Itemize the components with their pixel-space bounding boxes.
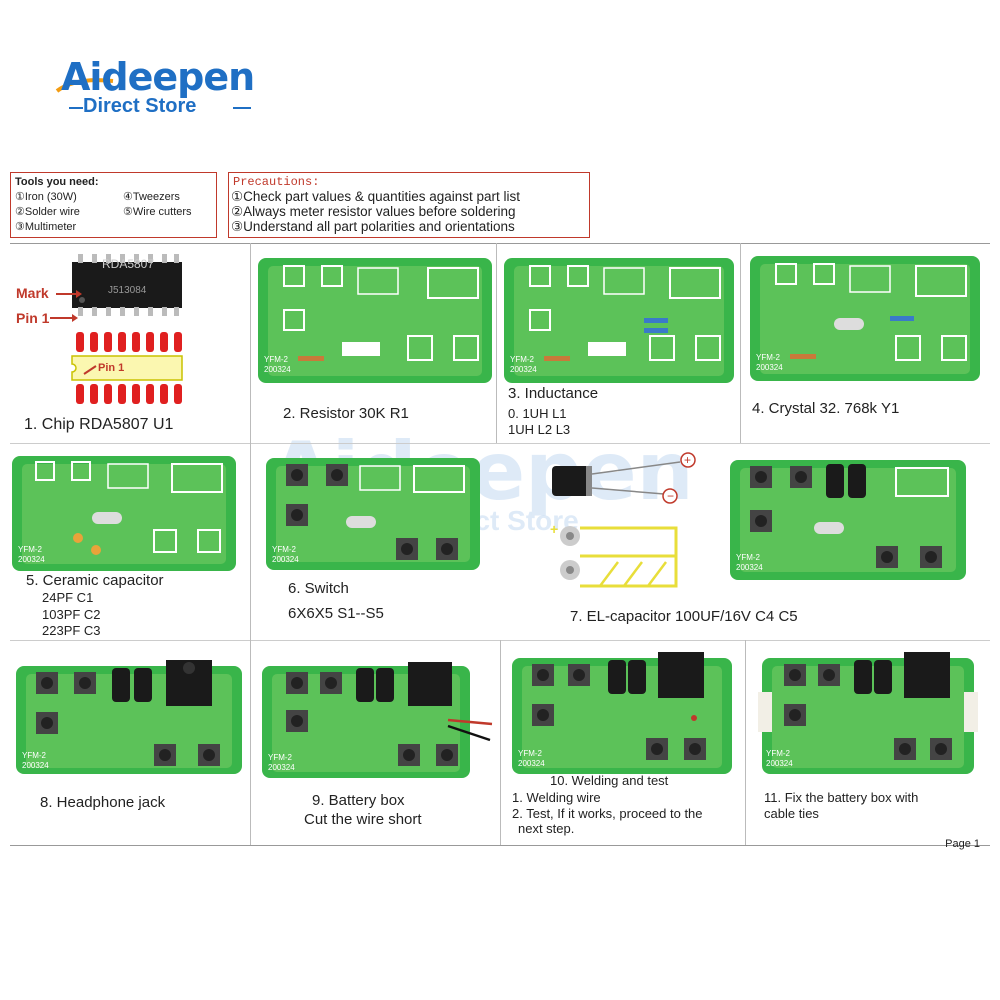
pin1-small-label: Pin 1 [98,362,125,374]
tool-item: ④Tweezers [123,191,180,203]
step-5-detail: 223PF C3 [42,623,101,638]
pcb-board: YFM-2 200324 [750,256,980,386]
svg-text:YFM-2: YFM-2 [18,545,43,554]
pcb-board: YFM-2 200324 [262,660,494,783]
step-6-detail: 6X6X5 S1--S5 [288,605,384,622]
svg-text:200324: 200324 [518,759,545,768]
chip-illustration [12,250,242,415]
step-5-detail: 24PF C1 [42,590,94,605]
step-7-caption: 7. EL-capacitor 100UF/16V C4 C5 [570,608,798,625]
step-3-detail: 1UH L2 L3 [508,422,571,437]
step-8-caption: 8. Headphone jack [40,794,166,811]
svg-text:200324: 200324 [766,759,793,768]
svg-text:200324: 200324 [272,555,299,564]
svg-text:YFM-2: YFM-2 [272,545,297,554]
svg-text:−: − [667,489,674,503]
svg-text:YFM-2: YFM-2 [264,355,289,364]
precaution-item: ②Always meter resistor values before sol… [231,204,516,219]
brand-logo: Aideepen Direct Store [55,55,295,125]
step-3-detail: 0. 1UH L1 [508,406,567,421]
pcb-board: YFM-2 200324 [258,258,492,388]
svg-text:YFM-2: YFM-2 [510,355,535,364]
pin1-label: Pin 1 [16,310,50,326]
tools-title: Tools you need: [15,176,99,188]
pcb-board: YFM-2 200324 [12,456,236,576]
precautions-box: Precautions: ①Check part values & quanti… [228,172,590,238]
tool-item: ①Iron (30W) [15,191,77,203]
precautions-title: Precautions: [233,175,320,189]
pcb-board: YFM-2 200324 [758,652,984,781]
step-6-caption: 6. Switch [288,580,349,597]
step-10-detail: 2. Test, If it works, proceed to the [512,806,703,821]
tools-box: Tools you need: ①Iron (30W) ②Solder wire… [10,172,217,238]
pcb-board: YFM-2 200324 [504,258,734,388]
svg-text:YFM-2: YFM-2 [756,353,781,362]
step-11-caption: 11. Fix the battery box with [764,790,919,805]
mark-label: Mark [16,285,49,301]
step-9-detail: Cut the wire short [304,811,422,828]
svg-text:+: + [550,521,558,537]
svg-text:+: + [684,453,691,467]
step-5-detail: 103PF C2 [42,607,101,622]
svg-text:200324: 200324 [18,555,45,564]
pcb-board: YFM-2 200324 [512,652,738,779]
svg-text:200324: 200324 [268,763,295,772]
step-2-caption: 2. Resistor 30K R1 [283,405,409,422]
chip-code: J513084 [108,285,147,296]
svg-text:200324: 200324 [756,363,783,372]
tool-item: ③Multimeter [15,221,77,233]
svg-text:YFM-2: YFM-2 [22,751,47,760]
svg-text:200324: 200324 [264,365,291,374]
step-10-detail: next step. [518,821,575,836]
step-9-caption: 9. Battery box [312,792,405,809]
svg-text:200324: 200324 [510,365,537,374]
page-number: Page 1 [945,838,980,850]
brand-subtitle: Direct Store [83,95,197,117]
pcb-board: YFM-2 200324 [266,458,480,575]
svg-text:200324: 200324 [22,761,49,770]
step-4-caption: 4. Crystal 32. 768k Y1 [752,400,900,417]
step-5-caption: 5. Ceramic capacitor [26,572,164,589]
step-10-detail: 1. Welding wire [512,790,601,805]
svg-text:YFM-2: YFM-2 [268,753,293,762]
svg-text:200324: 200324 [736,563,763,572]
swoosh-icon [55,78,114,93]
el-capacitor-illustration: + − + [540,452,710,597]
precaution-item: ③Understand all part polarities and orie… [231,219,515,234]
precaution-item: ①Check part values & quantities against … [231,189,520,204]
tool-item: ②Solder wire [15,206,80,218]
pcb-board: YFM-2 200324 [16,660,242,779]
chip-text: RDA5807 [102,257,155,271]
tool-item: ⑤Wire cutters [123,206,192,218]
svg-text:YFM-2: YFM-2 [766,749,791,758]
brand-name: Aideepen [61,55,255,99]
step-11-detail: cable ties [764,806,819,821]
step-3-caption: 3. Inductance [508,385,599,402]
svg-text:YFM-2: YFM-2 [518,749,543,758]
step-10-caption: 10. Welding and test [550,773,669,788]
step-1-caption: 1. Chip RDA5807 U1 [24,416,174,433]
svg-text:YFM-2: YFM-2 [736,553,761,562]
pcb-board: YFM-2 200324 [730,460,966,585]
